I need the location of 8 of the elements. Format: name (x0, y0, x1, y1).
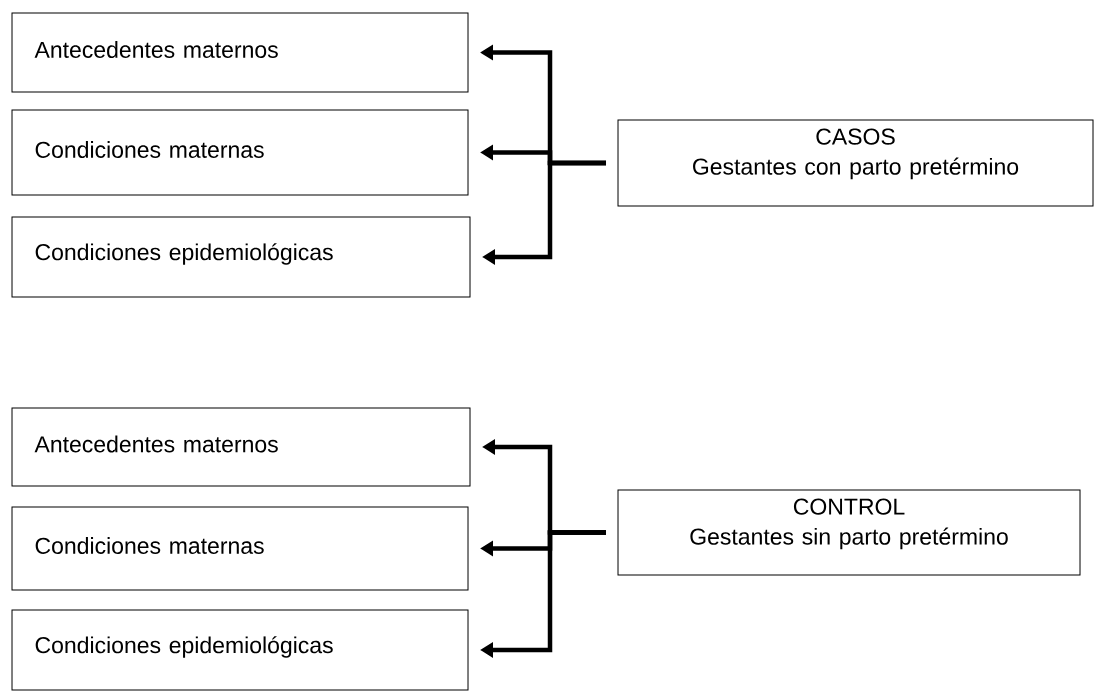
group-box: CASOS Gestantes con parto pretérmino (617, 119, 1094, 207)
factor-box: Condiciones maternas (11, 109, 469, 196)
factor-box: Antecedentes maternos (11, 12, 469, 93)
factor-box: Condiciones maternas (11, 506, 469, 591)
factor-box: Condiciones epidemiológicas (11, 216, 471, 298)
factor-box: Condiciones epidemiológicas (11, 609, 469, 691)
group-box: CONTROL Gestantes sin parto pretérmino (617, 489, 1081, 576)
factor-box: Antecedentes maternos (11, 407, 471, 487)
